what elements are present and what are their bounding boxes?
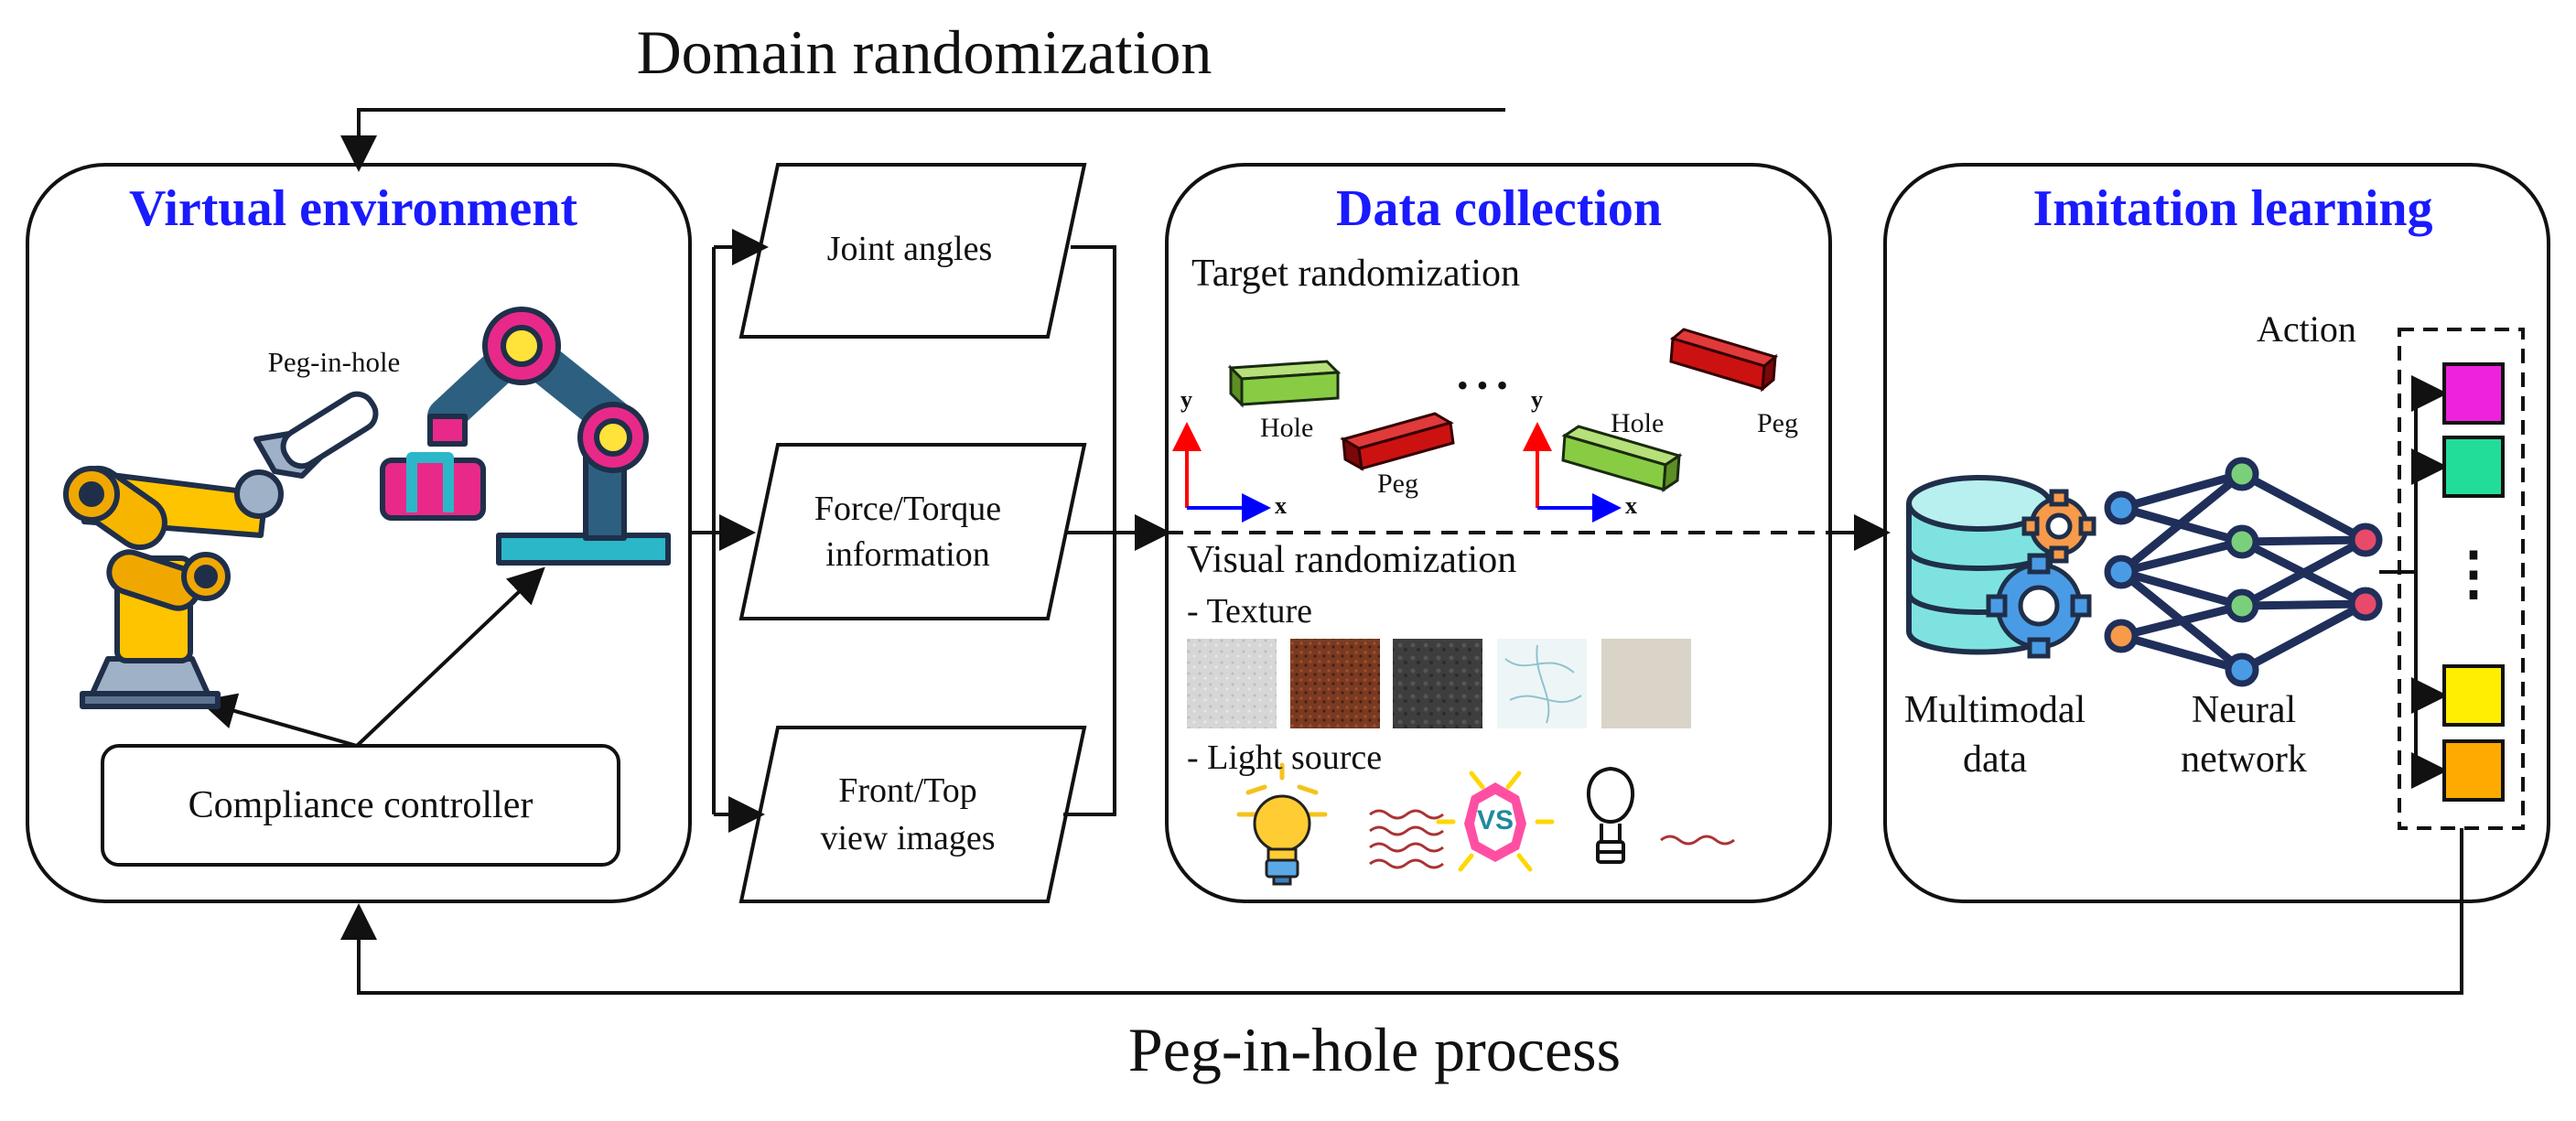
peg-in-hole-process-label: Peg-in-hole process <box>1127 1015 1622 1084</box>
controller-to-arm-arrow <box>199 693 358 748</box>
multimodal-data-label-line2: data <box>1963 738 2027 781</box>
lightbulb-off-icon <box>1586 766 1635 864</box>
action-output-4 <box>2442 739 2505 802</box>
compliance-controller-label: Compliance controller <box>188 784 534 826</box>
axis-y-label-right: y <box>1531 386 1543 413</box>
peg-label-right: Peg <box>1757 408 1798 438</box>
neural-network-label-line2: network <box>2181 738 2307 781</box>
action-output-3 <box>2442 664 2505 727</box>
multimodal-data-label-line1: Multimodal <box>1903 689 2086 731</box>
hole-block-left <box>1227 360 1342 408</box>
compliance-controller-box <box>101 744 620 867</box>
joint-angles-label: Joint angles <box>826 230 993 268</box>
network-to-actions-arrows <box>2379 375 2448 789</box>
peg-in-hole-label: Peg-in-hole <box>267 346 401 378</box>
action-label: Action <box>2257 308 2356 350</box>
view-images-input <box>738 726 1087 903</box>
axis-frame-left <box>1172 422 1271 523</box>
action-output-1 <box>2442 362 2505 425</box>
yellow-robot-arm-icon <box>63 391 379 709</box>
target-randomization-heading: Target randomization <box>1191 253 1520 295</box>
environment-to-inputs-arrows <box>690 229 769 833</box>
action-ellipsis: ⋮ <box>2444 541 2503 606</box>
axis-x-label-right: x <box>1625 492 1637 519</box>
inputs-to-data-collection-arrows <box>1063 245 1171 816</box>
vs-badge-label: VS <box>1476 805 1514 835</box>
view-images-label-line2: view images <box>820 819 996 857</box>
wave-icon-left <box>1369 809 1444 869</box>
action-output-2 <box>2442 436 2505 498</box>
hole-label-right: Hole <box>1611 408 1665 438</box>
lightbulb-on-icon <box>1236 762 1328 886</box>
visual-randomization-heading: Visual randomization <box>1187 539 1517 581</box>
hole-block-right <box>1561 425 1683 492</box>
imitation-learning-title: Imitation learning <box>2032 180 2433 237</box>
force-torque-label-line1: Force/Torque <box>814 490 1002 528</box>
data-collection-title: Data collection <box>1335 180 1663 237</box>
light-source-label: - Light source <box>1187 738 1383 777</box>
texture-swatch-marble <box>1497 639 1587 728</box>
hole-label-left: Hole <box>1260 413 1314 443</box>
texture-label: - Texture <box>1187 592 1312 631</box>
controller-to-robot-arrow <box>355 566 545 748</box>
peg-block-right <box>1669 328 1779 393</box>
view-images-label-line1: Front/Top <box>838 771 977 810</box>
vs-badge-icon <box>1436 771 1555 872</box>
axis-frame-right <box>1523 422 1622 523</box>
peg-block-left <box>1340 412 1455 471</box>
wave-icon-right <box>1660 835 1735 846</box>
neural-network-label-line1: Neural <box>2191 689 2297 731</box>
texture-swatch-brown <box>1290 639 1380 728</box>
force-torque-input <box>738 443 1087 620</box>
joint-angles-input <box>738 163 1087 339</box>
ellipsis-dots: • • • <box>1457 367 1508 404</box>
virtual-environment-title: Virtual environment <box>129 180 577 237</box>
texture-swatch-beige <box>1601 639 1691 728</box>
peg-in-hole-process-loop <box>340 828 2463 995</box>
axis-x-label-left: x <box>1275 492 1287 519</box>
action-group-box <box>2398 328 2525 830</box>
gear-icon-small <box>2021 489 2096 564</box>
neural-network-icon <box>2104 457 2383 687</box>
texture-swatch-dark <box>1393 639 1482 728</box>
peg-label-left: Peg <box>1377 469 1418 499</box>
domain-randomization-label: Domain randomization <box>636 17 1213 87</box>
domain-randomization-loop <box>340 108 1505 172</box>
texture-swatch-grey <box>1187 639 1277 728</box>
axis-y-label-left: y <box>1180 386 1192 413</box>
force-torque-label-line2: information <box>825 535 990 574</box>
gear-icon-large <box>1986 553 2092 659</box>
blue-robot-arm-icon <box>380 307 671 566</box>
